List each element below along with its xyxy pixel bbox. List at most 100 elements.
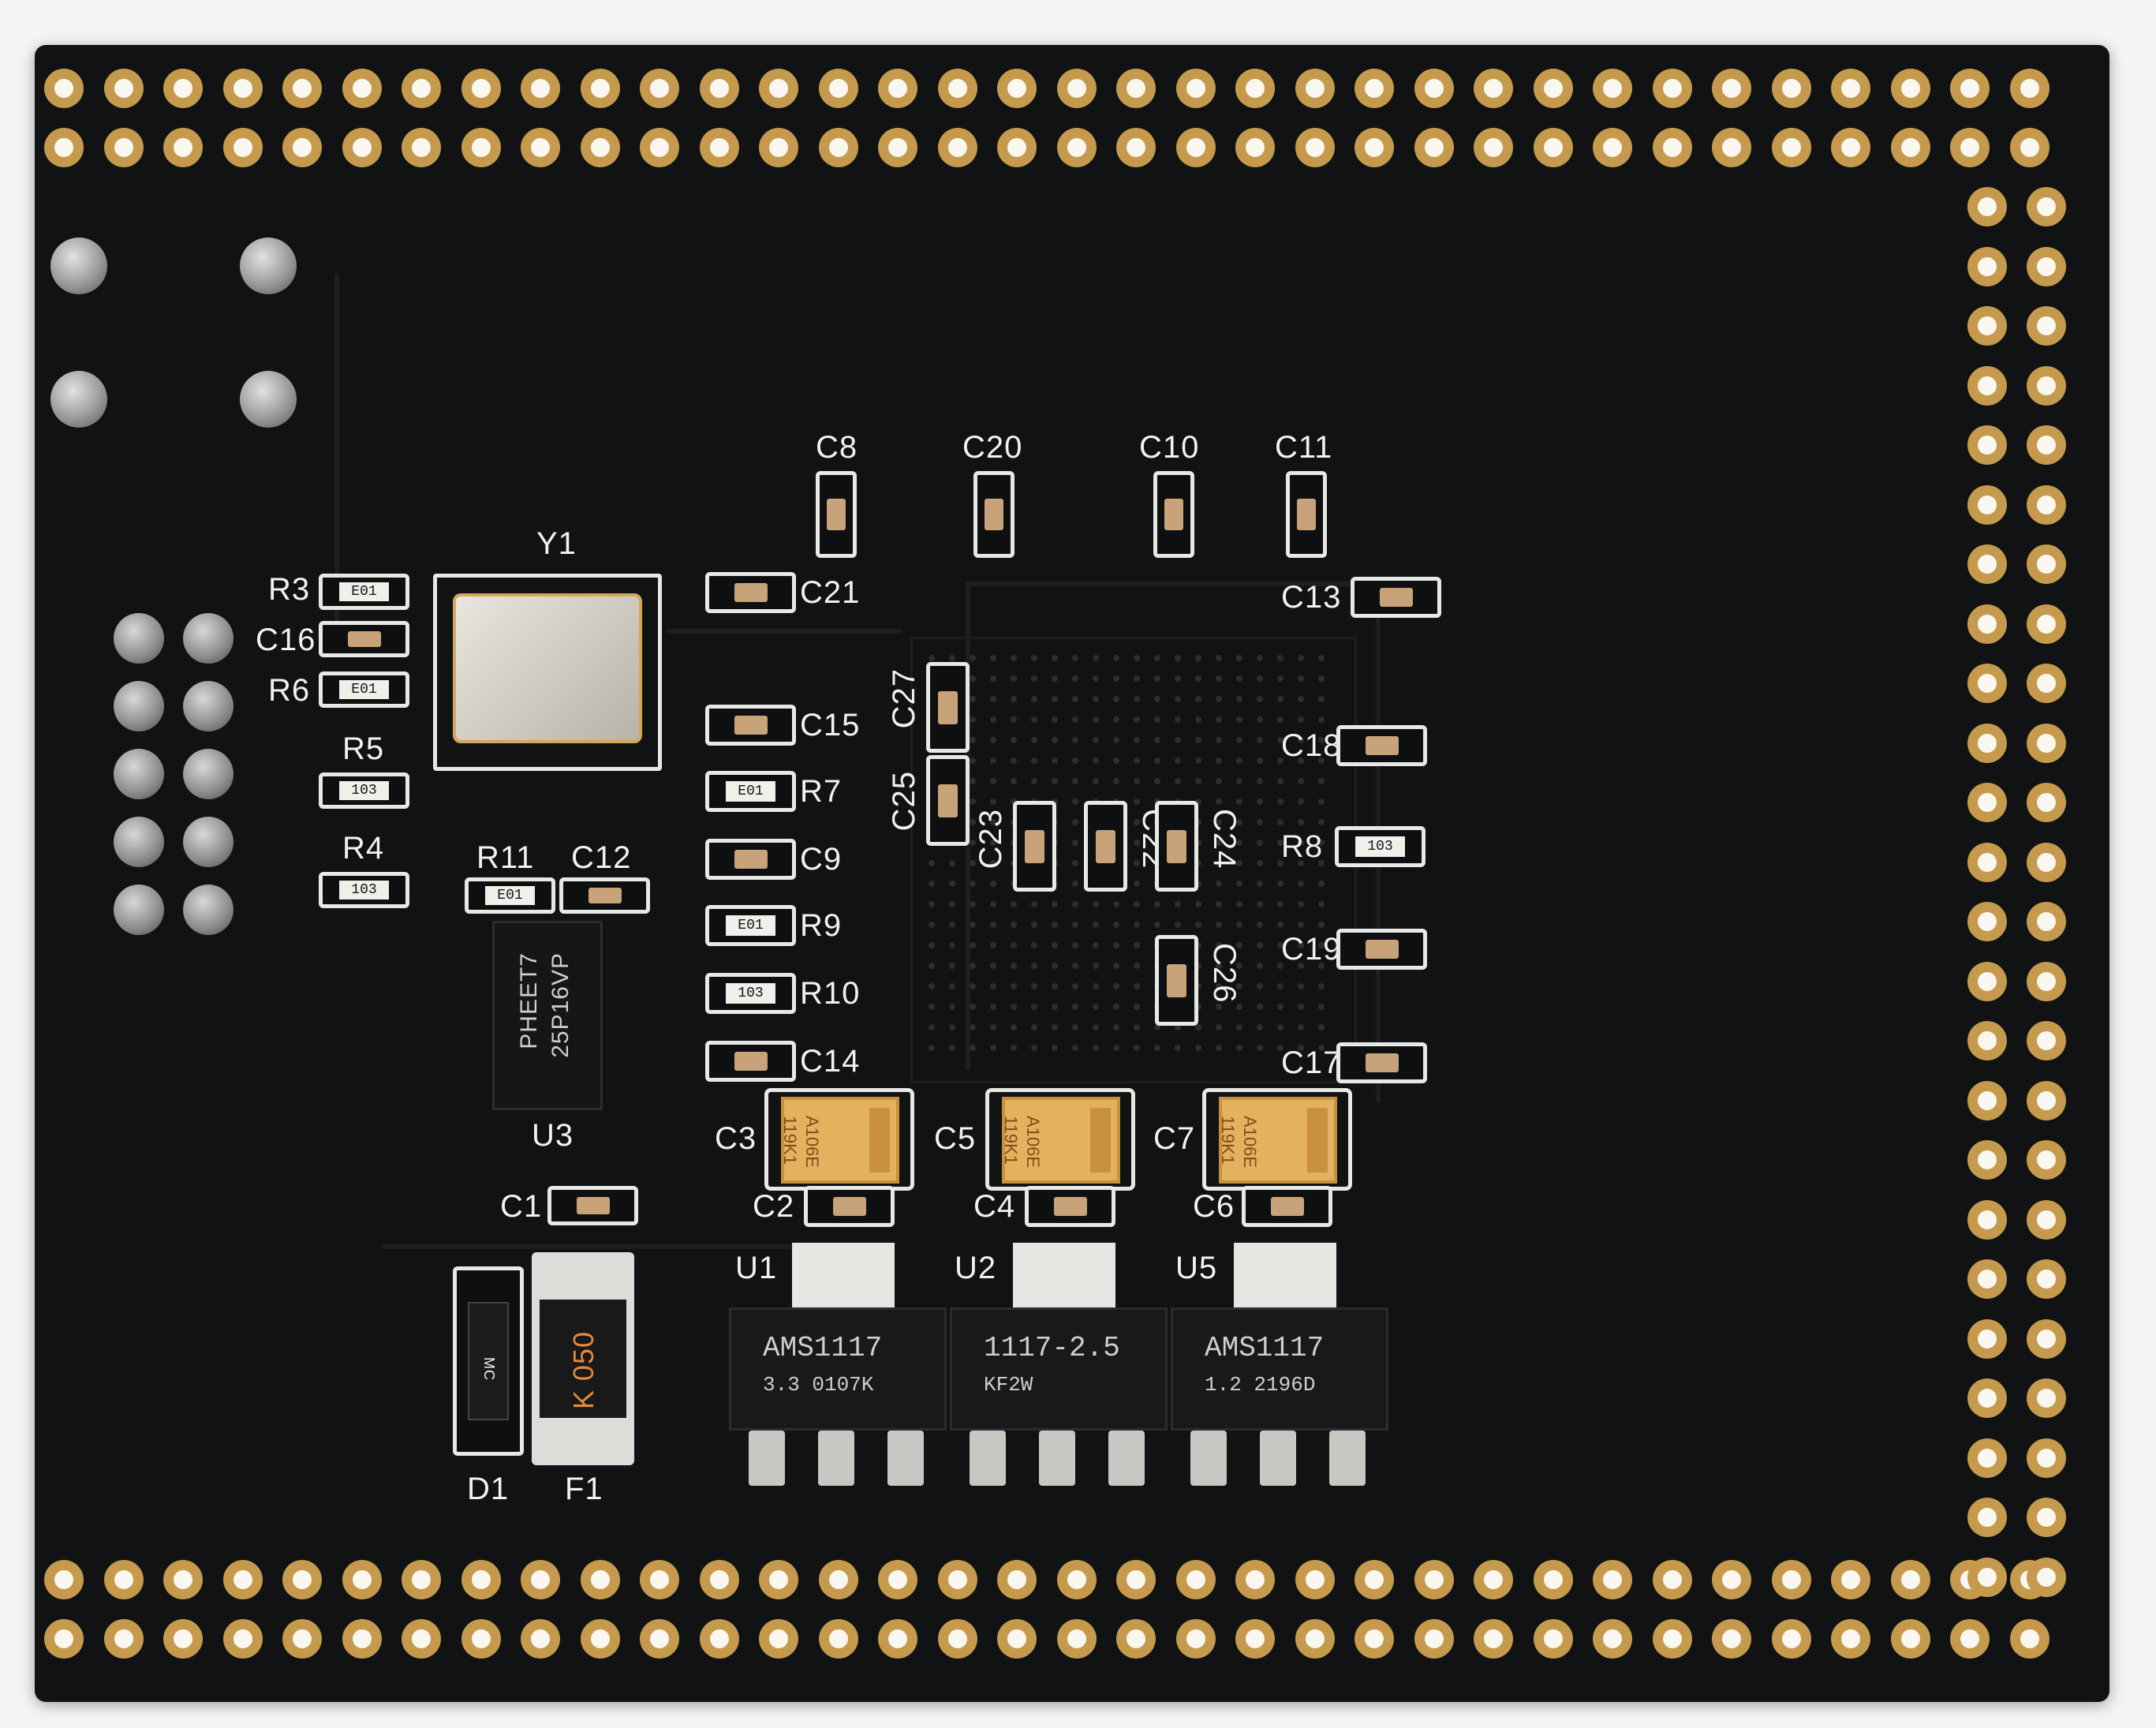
bga-ball: [1011, 983, 1017, 989]
header-pad: [759, 69, 798, 108]
header-pad: [1175, 1560, 1216, 1599]
bga-ball: [1298, 963, 1304, 969]
bga-ball: [1277, 1024, 1284, 1030]
resistor-r7: E01: [705, 771, 796, 812]
bga-ball: [1154, 716, 1160, 723]
bga-ball: [1318, 840, 1325, 846]
bga-ball: [990, 881, 996, 887]
bga-ball: [1134, 901, 1140, 907]
bga-ball: [1052, 655, 1058, 661]
label-c16: C16: [256, 623, 316, 657]
bga-ball: [1236, 1045, 1242, 1051]
bga-ball: [1257, 860, 1263, 866]
bga-ball: [1318, 716, 1325, 723]
bga-ball: [1011, 901, 1017, 907]
bga-ball: [970, 1004, 976, 1010]
label-c25: C25: [887, 771, 921, 832]
bga-ball: [1113, 1024, 1119, 1030]
header-pad: [44, 1560, 84, 1599]
bga-ball: [1113, 1004, 1119, 1010]
header-pad: [2027, 1378, 2066, 1418]
label-c1: C1: [500, 1189, 543, 1224]
header-pad: [342, 128, 382, 167]
fuse-f1: K 050: [532, 1252, 634, 1465]
jtag-pad: [114, 681, 164, 731]
bga-ball: [1154, 675, 1160, 682]
header-pad: [2027, 783, 2066, 822]
bga-ball: [1113, 716, 1119, 723]
regulator-text-2: 1.2 2196D: [1205, 1373, 1316, 1397]
bga-ball: [1236, 860, 1242, 866]
bga-ball: [1052, 1004, 1058, 1010]
bga-ball: [1236, 922, 1242, 928]
header-pad: [699, 1560, 739, 1599]
header-pad: [1890, 128, 1930, 167]
bga-ball: [1318, 983, 1325, 989]
bga-ball: [1257, 675, 1263, 682]
bga-ball: [1031, 778, 1037, 784]
header-pad: [1967, 306, 2007, 346]
bga-ball: [1072, 1024, 1078, 1030]
header-pad: [222, 1619, 263, 1659]
mount-pad: [50, 238, 107, 294]
capacitor-c22: [1084, 801, 1127, 892]
bga-ball: [1175, 1045, 1181, 1051]
header-pad: [1414, 1619, 1454, 1659]
resistor-r3: E01: [319, 574, 409, 610]
header-pad: [1967, 365, 2007, 406]
bga-ball: [1216, 963, 1222, 969]
header-pad: [2027, 664, 2066, 703]
bga-ball: [970, 675, 976, 682]
bga-ball: [1257, 983, 1263, 989]
regulator-pin: [818, 1431, 854, 1486]
label-r5: R5: [342, 731, 385, 766]
header-pad: [2027, 1140, 2066, 1180]
header-pad: [461, 1619, 501, 1659]
bga-ball: [1277, 819, 1284, 825]
header-pad: [1890, 69, 1930, 108]
header-pad: [818, 128, 858, 167]
bga-ball: [970, 799, 976, 805]
header-pad: [1967, 1259, 2007, 1299]
bga-ball: [1216, 655, 1222, 661]
bga-ball: [1318, 819, 1325, 825]
bga-ball: [1175, 1024, 1181, 1030]
flash-u3: 25P16VP PHEET7: [461, 921, 634, 1110]
header-pad: [1175, 1619, 1216, 1659]
bga-ball: [929, 942, 935, 948]
capacitor-c16: [319, 621, 409, 657]
bga-ball: [1072, 983, 1078, 989]
bga-ball: [1011, 655, 1017, 661]
bga-ball: [1052, 778, 1058, 784]
bga-ball: [1195, 860, 1201, 866]
bga-ball: [1216, 757, 1222, 764]
bga-ball: [990, 840, 996, 846]
header-pad: [997, 69, 1037, 108]
header-pad: [878, 69, 917, 108]
bga-ball: [1072, 901, 1078, 907]
bga-ball: [1134, 675, 1140, 682]
bga-ball: [1298, 942, 1304, 948]
bga-ball: [1236, 716, 1242, 723]
header-pad: [402, 1560, 441, 1599]
bga-ball: [1257, 1045, 1263, 1051]
header-pad: [580, 69, 620, 108]
bga-ball: [1134, 1004, 1140, 1010]
bga-ball: [1113, 778, 1119, 784]
header-pad: [1967, 723, 2007, 763]
bga-ball: [1298, 881, 1304, 887]
header-pad: [163, 69, 203, 108]
regulator-text-1: AMS1117: [763, 1332, 883, 1364]
header-pad: [1652, 69, 1692, 108]
bga-ball: [1318, 1004, 1325, 1010]
jtag-pad: [114, 749, 164, 799]
header-pad: [1056, 128, 1097, 167]
bga-ball: [949, 860, 955, 866]
trace: [382, 1244, 824, 1249]
bga-ball: [1277, 963, 1284, 969]
bga-ball: [1236, 1004, 1242, 1010]
header-pad: [1414, 1560, 1454, 1599]
label-f1: F1: [565, 1472, 603, 1506]
header-pad: [1533, 1619, 1573, 1659]
bga-ball: [929, 860, 935, 866]
